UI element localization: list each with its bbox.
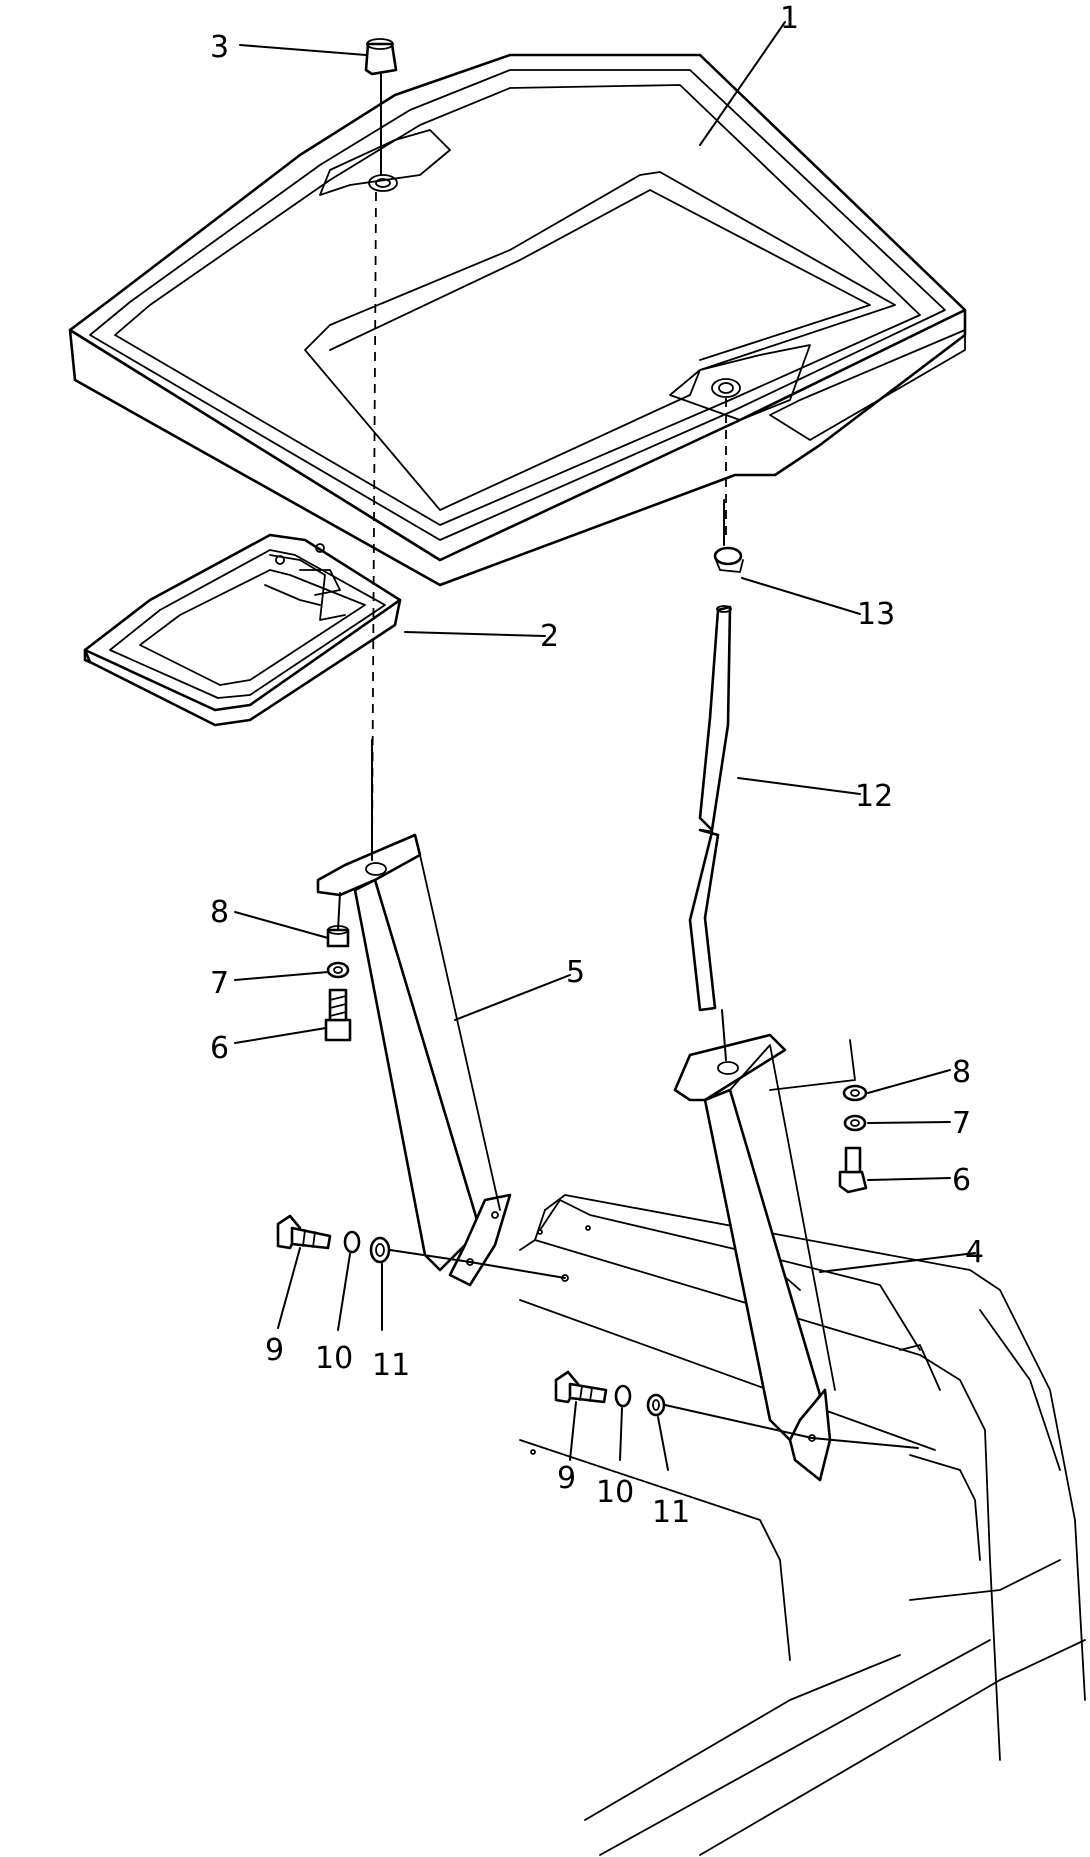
left-upper-hardware	[324, 925, 352, 1042]
machine-body	[519, 1194, 1086, 1856]
callout-9-right: 9	[557, 1461, 576, 1496]
callout-11-left: 11	[372, 1348, 410, 1383]
callout-3: 3	[210, 30, 229, 65]
callout-8-right: 8	[952, 1055, 971, 1090]
callout-8-left: 8	[210, 895, 229, 930]
callout-11-right: 11	[652, 1495, 690, 1530]
callout-6-left: 6	[210, 1031, 229, 1066]
callout-6-right: 6	[952, 1163, 971, 1198]
leader-lines	[234, 21, 976, 1471]
callout-2: 2	[540, 619, 559, 654]
canopy-roof	[68, 53, 967, 587]
callout-5: 5	[566, 955, 585, 990]
left-lower-hardware	[276, 1214, 391, 1264]
callout-9-left: 9	[265, 1333, 284, 1368]
callout-7-left: 7	[210, 966, 229, 1001]
callout-13: 13	[857, 597, 895, 632]
callout-12: 12	[855, 779, 893, 814]
callout-1: 1	[780, 1, 799, 36]
right-stay	[673, 1033, 856, 1482]
clip	[713, 546, 744, 573]
callout-10-right: 10	[596, 1475, 634, 1510]
assembly-lines	[337, 73, 919, 1449]
left-stay	[316, 833, 512, 1287]
right-lower-hardware	[554, 1370, 666, 1417]
callout-labels: 1 3 2 13 12 5 4 8 7 6 8 7 6 9 10 11 9 10…	[210, 1, 984, 1530]
tray	[83, 533, 402, 727]
right-upper-hardware	[838, 1084, 868, 1194]
callout-7-right: 7	[952, 1106, 971, 1141]
hose	[688, 605, 732, 1012]
callout-10-left: 10	[315, 1341, 353, 1376]
callout-4: 4	[965, 1235, 984, 1270]
cap	[364, 38, 398, 76]
